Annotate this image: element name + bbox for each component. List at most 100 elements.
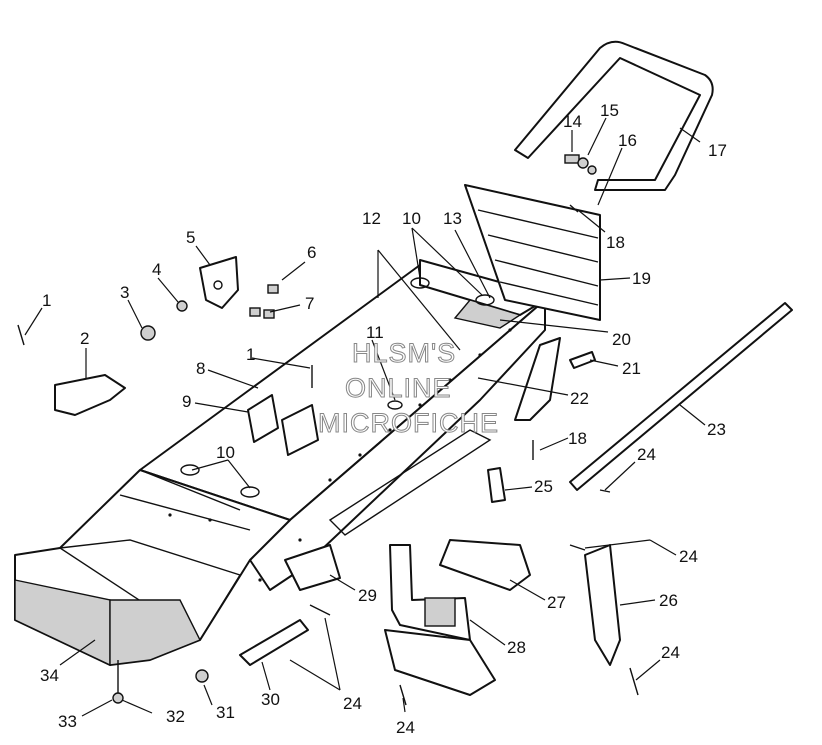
- flap-rib: [477, 209, 599, 239]
- leader-5: [195, 245, 211, 266]
- deck-hole: [387, 400, 403, 410]
- leader-16: [597, 147, 623, 206]
- leader-20: [499, 319, 609, 333]
- rivet: [358, 453, 362, 457]
- rivet-18a: [569, 204, 579, 213]
- leader-4: [157, 277, 179, 303]
- rivet: [418, 403, 422, 407]
- leader-3: [127, 299, 143, 329]
- nut-3: [140, 325, 156, 341]
- rivet: [328, 478, 332, 482]
- bolt-6: [267, 284, 279, 294]
- side-vent-slots: [328, 429, 492, 536]
- callout-30: 30: [261, 690, 280, 709]
- callout-10: 10: [216, 443, 235, 462]
- plate-30: [239, 619, 309, 666]
- callout-19: 19: [632, 269, 651, 288]
- callout-15: 15: [600, 101, 619, 120]
- rivet: [208, 518, 212, 522]
- leader-18b: [539, 437, 569, 451]
- deck-hole: [475, 294, 495, 306]
- rivet: [508, 328, 512, 332]
- callout-8: 8: [196, 359, 205, 378]
- deck-hole: [180, 464, 200, 476]
- leader-10a-1: [191, 459, 229, 471]
- leader-1a: [24, 307, 43, 336]
- leader-31: [203, 684, 213, 706]
- callout-11: 11: [366, 323, 384, 342]
- deck-insert-left: [247, 394, 279, 443]
- callout-labels: 1 1 2 3 4 5 6 7 8 9 10 10 11 12 13 14 15…: [40, 101, 727, 737]
- leader-30: [261, 661, 271, 691]
- bolt-7b: [263, 309, 275, 319]
- bracket-hole: [213, 280, 223, 290]
- callout-28: 28: [507, 638, 526, 657]
- callout-22: 22: [570, 389, 589, 408]
- rivet-24: [629, 667, 639, 696]
- rivet-24: [399, 684, 407, 706]
- washer-4: [176, 300, 188, 312]
- rivet: [298, 538, 302, 542]
- flap-rib: [499, 281, 599, 306]
- bulkhead-rib: [119, 494, 251, 531]
- callout-32: 32: [166, 707, 185, 726]
- callout-34: 34: [40, 666, 59, 685]
- leader-23: [679, 404, 706, 426]
- callout-14: 14: [563, 112, 582, 131]
- leader-10b-1: [411, 227, 421, 279]
- rivet: [258, 578, 262, 582]
- flap-rib: [494, 259, 599, 287]
- callout-18: 18: [606, 233, 625, 252]
- washer-15: [577, 157, 589, 169]
- leader-9: [194, 402, 249, 413]
- plate-window: [424, 597, 456, 627]
- callout-10: 10: [402, 209, 421, 228]
- callout-1: 1: [42, 291, 51, 310]
- callout-3: 3: [120, 283, 129, 302]
- leader-10a-2: [227, 459, 251, 489]
- deck-insert-right: [281, 404, 319, 456]
- callout-4: 4: [152, 260, 161, 279]
- leader-15: [587, 117, 607, 156]
- rivet: [478, 353, 482, 357]
- leader-17: [679, 127, 701, 143]
- rear-bumper: [514, 40, 714, 191]
- callout-33: 33: [58, 712, 77, 731]
- callout-6: 6: [307, 243, 316, 262]
- spacer-25: [487, 467, 506, 503]
- watermark-line-3: MICROFICHE: [318, 408, 499, 438]
- leader-28: [469, 619, 506, 646]
- bumper-tube: [514, 40, 714, 191]
- leader-24d-1: [324, 617, 341, 691]
- callout-21: 21: [622, 359, 641, 378]
- watermark: HLSM'S ONLINE MICROFICHE: [318, 338, 499, 439]
- callout-26: 26: [659, 591, 678, 610]
- snow-flap-panel: [464, 184, 601, 321]
- callout-2: 2: [80, 329, 89, 348]
- nut-31: [195, 669, 209, 683]
- rivet-24: [599, 489, 611, 493]
- rivet-24: [309, 604, 331, 616]
- rail-strip: [569, 302, 793, 491]
- callout-24: 24: [679, 547, 698, 566]
- callout-31: 31: [216, 703, 235, 722]
- rivet-1a: [17, 324, 25, 346]
- leader-27: [509, 579, 546, 601]
- nut-16: [587, 165, 597, 175]
- leader-25: [504, 486, 533, 491]
- leader-32: [121, 699, 153, 714]
- leader-34: [59, 639, 96, 666]
- leader-12-2: [377, 249, 461, 351]
- bolt-7: [249, 307, 261, 317]
- clip-21: [569, 351, 596, 369]
- strip-26: [584, 544, 621, 666]
- leader-6: [281, 261, 306, 281]
- bracket-5: [199, 256, 239, 309]
- leader-24d-2: [289, 659, 341, 691]
- leader-10b-2: [411, 227, 483, 296]
- callout-13: 13: [443, 209, 462, 228]
- leader-21: [589, 359, 619, 367]
- leader-26: [619, 599, 656, 606]
